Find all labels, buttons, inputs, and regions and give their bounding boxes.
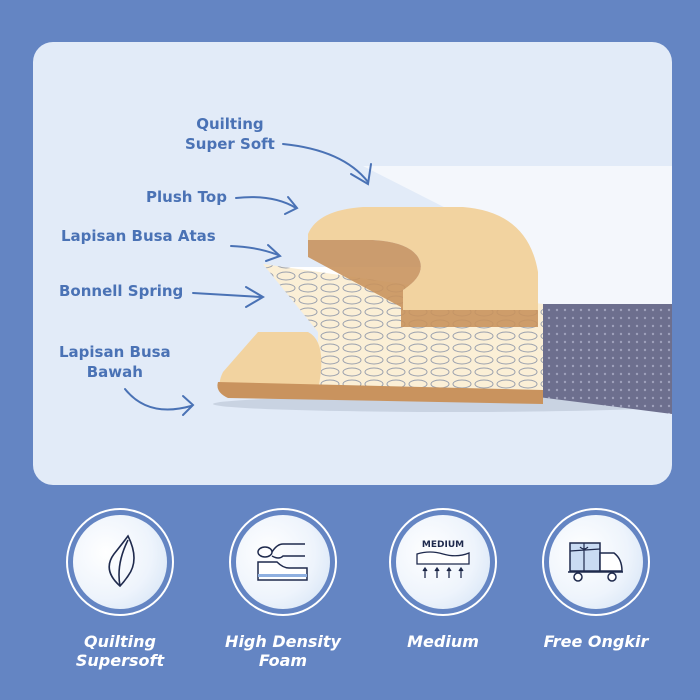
feature-label: Free Ongkir [543, 632, 649, 651]
mattress-side-panel [538, 304, 672, 414]
label-plush-top: Plush Top [146, 188, 227, 206]
label-line: Super Soft [185, 135, 275, 153]
delivery-truck-icon [568, 542, 623, 582]
feature-label: High Density [225, 632, 341, 651]
label-lapisan-busa-bawah: Lapisan Busa Bawah [59, 342, 171, 382]
upper-foam-layer [308, 207, 538, 310]
foam-sleeper-icon [257, 543, 308, 581]
feature-label: Foam [258, 651, 308, 670]
mattress-illustration [124, 143, 672, 416]
feature-medium: MEDIUM Medium [383, 508, 503, 651]
feature-quilting-supersoft: Quilting Supersoft [60, 508, 180, 670]
mattress-diagram-card: Quilting Super Soft Plush Top Lapisan Bu… [33, 42, 672, 485]
label-line: Lapisan Busa [59, 343, 171, 361]
label-lapisan-busa-atas: Lapisan Busa Atas [61, 227, 216, 245]
label-bonnell-spring: Bonnell Spring [59, 282, 184, 300]
mattress-arrows-icon [416, 551, 470, 578]
feature-high-density-foam: High Density Foam [223, 508, 343, 670]
feature-label: Supersoft [75, 651, 165, 670]
label-line: Quilting [196, 115, 264, 133]
medium-badge-text: MEDIUM [421, 540, 465, 550]
label-line: Bawah [86, 363, 143, 381]
pointer-arrows [124, 143, 372, 416]
feature-label: Medium [407, 632, 479, 651]
leaf-icon [108, 534, 135, 588]
medium-firmness-icon: MEDIUM [415, 540, 471, 584]
feature-label: Quilting [84, 632, 156, 651]
label-quilting-super-soft: Quilting Super Soft [185, 114, 275, 154]
lower-foam-layer [219, 332, 543, 397]
feature-free-ongkir: Free Ongkir [536, 508, 656, 651]
